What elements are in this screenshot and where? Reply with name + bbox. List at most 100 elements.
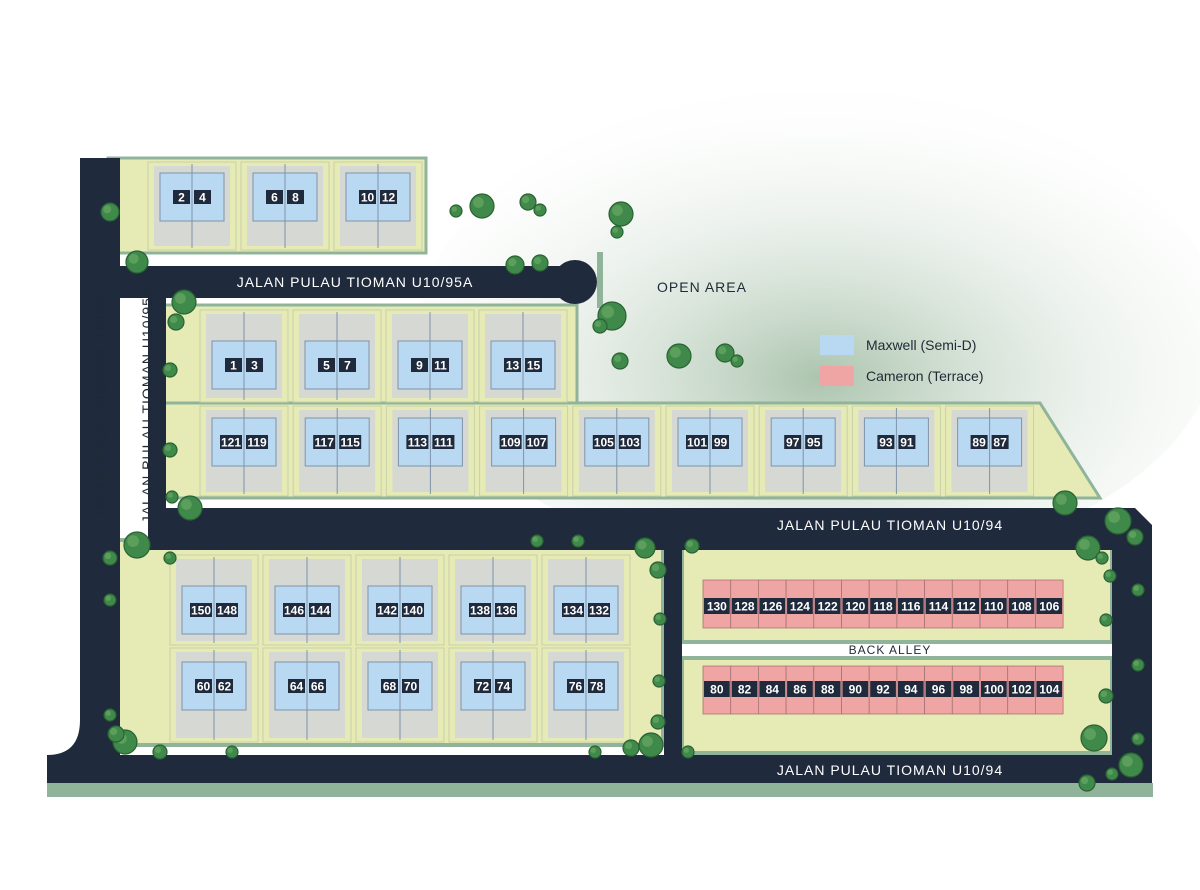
plot-outline xyxy=(240,161,330,251)
unit-number: 87 xyxy=(993,436,1007,450)
tree-highlight xyxy=(535,205,541,211)
terrace-unit-118[interactable]: 118 xyxy=(868,579,898,629)
unit-number: 97 xyxy=(786,436,800,450)
unit-badge xyxy=(842,598,869,614)
unit-number: 66 xyxy=(311,680,325,694)
tree-highlight xyxy=(1107,769,1113,775)
terrace-unit-82[interactable]: 82 xyxy=(730,665,759,715)
unit-number: 12 xyxy=(382,191,396,205)
unit-badge xyxy=(981,681,1007,697)
plot-outline xyxy=(385,405,475,497)
terrace-unit-80[interactable]: 80 xyxy=(702,665,732,715)
unit-number: 11 xyxy=(434,359,447,373)
tree-highlight xyxy=(165,553,171,559)
terrace-unit-100[interactable]: 100 xyxy=(979,665,1009,715)
unit-badge xyxy=(588,679,605,693)
unit-badge xyxy=(411,358,428,372)
unit-number: 90 xyxy=(849,683,863,697)
unit-number: 95 xyxy=(807,436,821,450)
unit-number: 112 xyxy=(956,600,976,614)
terrace-unit-114[interactable]: 114 xyxy=(924,579,953,629)
terrace-unit-128[interactable]: 128 xyxy=(730,579,759,629)
semi-d-unit-97-95[interactable]: 97 95 xyxy=(758,405,848,497)
terrace-unit-120[interactable]: 120 xyxy=(841,579,870,629)
terrace-unit-110[interactable]: 110 xyxy=(979,579,1009,629)
terrace-unit-122[interactable]: 122 xyxy=(813,579,842,629)
unit-number: 80 xyxy=(710,683,724,697)
unit-badge xyxy=(686,435,708,449)
tree-highlight xyxy=(473,197,484,208)
terrace-unit-90[interactable]: 90 xyxy=(841,665,870,715)
terrace-unit-86[interactable]: 86 xyxy=(785,665,815,715)
unit-badge xyxy=(562,603,584,617)
plot-outline xyxy=(333,161,423,251)
terrace-unit-106[interactable]: 106 xyxy=(1035,579,1064,629)
plot-outline xyxy=(169,554,259,646)
terrace-unit-88[interactable]: 88 xyxy=(813,665,842,715)
plot-outline xyxy=(292,405,382,497)
plot-outline xyxy=(448,647,538,743)
terrace-unit-130[interactable]: 130 xyxy=(702,579,732,629)
unit-number: 102 xyxy=(1012,683,1032,697)
terrace-unit-84[interactable]: 84 xyxy=(758,665,787,715)
terrace-unit-94[interactable]: 94 xyxy=(896,665,926,715)
unit-number: 72 xyxy=(476,680,490,694)
terrace-unit-102[interactable]: 102 xyxy=(1007,665,1036,715)
unit-badge xyxy=(339,435,362,449)
plot-outline xyxy=(147,161,237,251)
tree-highlight xyxy=(110,728,118,736)
tree-highlight xyxy=(686,540,694,548)
tree-highlight xyxy=(718,346,727,355)
unit-badge xyxy=(991,435,1009,449)
terrace-unit-104[interactable]: 104 xyxy=(1035,665,1064,715)
unit-number: 91 xyxy=(900,436,914,450)
unit-number: 62 xyxy=(218,680,232,694)
unit-number: 144 xyxy=(310,604,330,618)
terrace-unit-96[interactable]: 96 xyxy=(924,665,953,715)
plot-outline xyxy=(479,405,569,497)
tree-highlight xyxy=(655,614,661,620)
terrace-unit-98[interactable]: 98 xyxy=(951,665,981,715)
tree-highlight xyxy=(128,253,139,264)
tree-highlight xyxy=(1122,756,1133,767)
terrace-unit-116[interactable]: 116 xyxy=(896,579,926,629)
unit-badge xyxy=(731,681,758,697)
unit-number: 68 xyxy=(383,680,397,694)
terrace-unit-108[interactable]: 108 xyxy=(1007,579,1036,629)
tree-highlight xyxy=(1133,660,1139,666)
terrace-unit-126[interactable]: 126 xyxy=(758,579,787,629)
plot-outline xyxy=(292,309,382,403)
terrace-unit-92[interactable]: 92 xyxy=(868,665,898,715)
terrace-unit-124[interactable]: 124 xyxy=(785,579,815,629)
unit-badge xyxy=(870,681,896,697)
unit-number: 7 xyxy=(344,359,351,373)
plot-outline xyxy=(262,554,352,646)
terrace-unit-112[interactable]: 112 xyxy=(951,579,981,629)
